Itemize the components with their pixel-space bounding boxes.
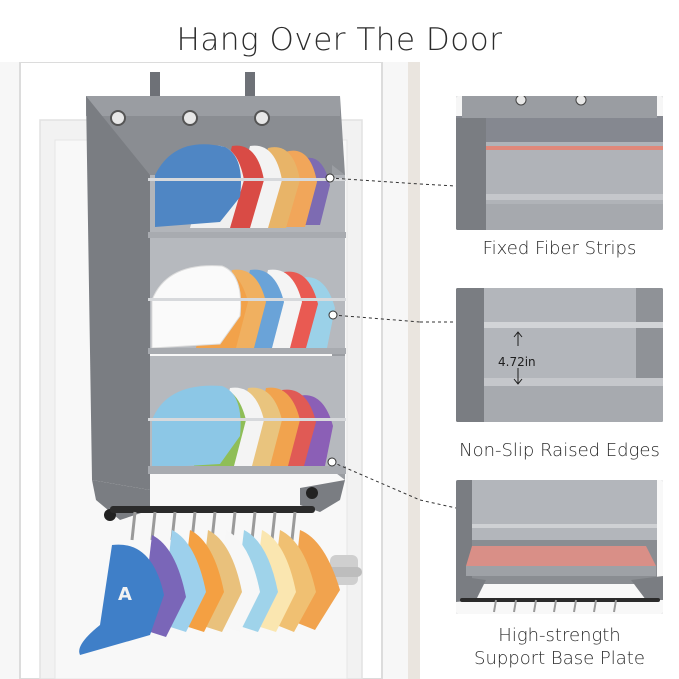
fiber-strip-highlight [486, 146, 663, 150]
detail-panel-fiber-strips [456, 96, 663, 230]
cap-stack-top [155, 144, 330, 228]
callout-label-line: Non-Slip Raised Edges [459, 440, 660, 461]
dimension-label: 4.72in [498, 355, 536, 369]
callout-label-line: Fixed Fiber Strips [482, 238, 637, 259]
dimension-label-box: 4.72in [498, 355, 536, 369]
page-title: Hang Over The Door [176, 22, 503, 58]
callout-label-raised-edges: Non-Slip Raised Edges [440, 439, 679, 462]
grommet-icon [110, 110, 270, 126]
detail-panel-raised-edges [456, 288, 663, 422]
detail-panel-base-plate [456, 480, 663, 614]
callout-label-line: High-strength [498, 625, 621, 646]
hanging-cap-letter: A [118, 584, 132, 605]
base-plate-highlight [466, 546, 656, 566]
hook-icon [150, 72, 255, 102]
shelf-boards [148, 178, 346, 474]
callout-label-fiber-strips: Fixed Fiber Strips [440, 237, 679, 260]
callout-label-line: Support Base Plate [474, 648, 645, 669]
cap-stack-bottom [152, 385, 333, 468]
cap-stack-middle [151, 265, 335, 349]
product-photo: A [0, 62, 420, 679]
callout-line-extensions [420, 183, 457, 509]
dimension-arrow-icon [513, 331, 523, 385]
callout-label-base-plate: High-strength Support Base Plate [440, 624, 679, 670]
callout-lines [329, 177, 420, 501]
hanging-caps [79, 530, 340, 655]
